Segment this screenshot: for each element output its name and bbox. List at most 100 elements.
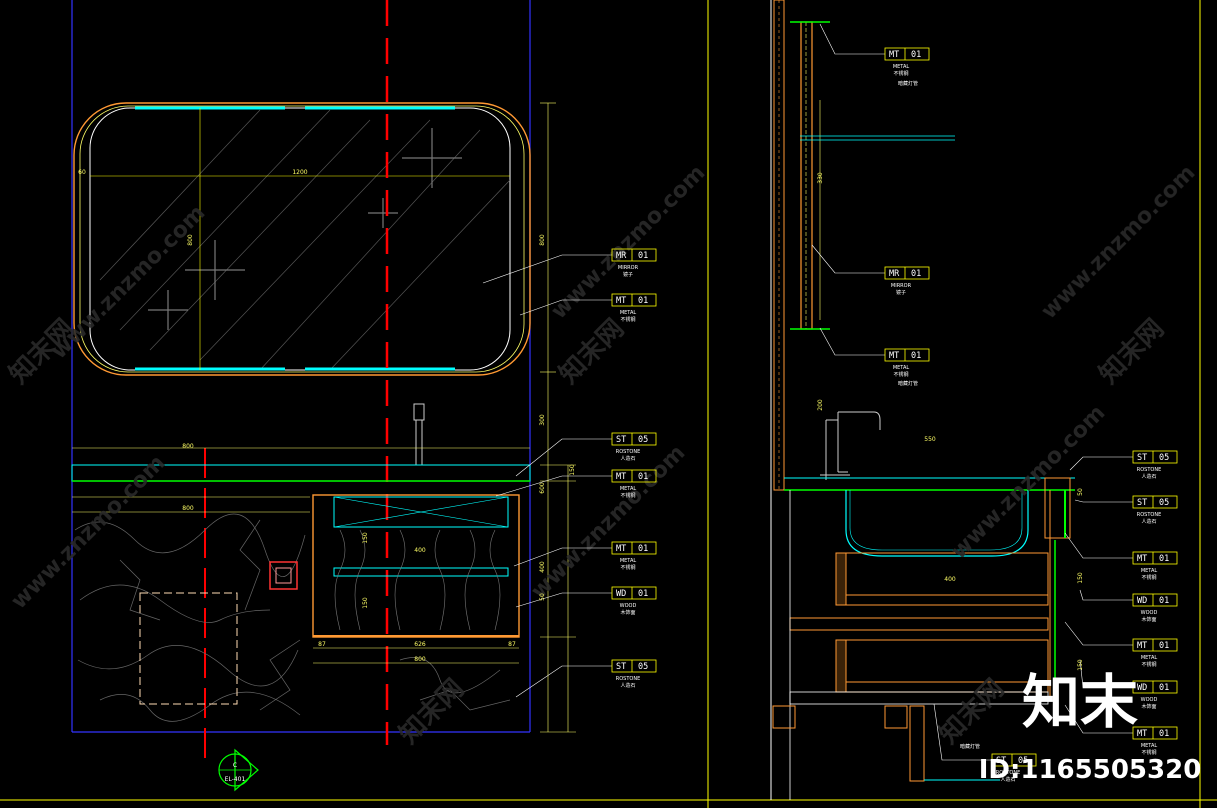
tag-box [1132,450,1178,464]
tag-note-cn: 木饰面 [1141,616,1156,623]
dimension-value: 87 [318,641,326,648]
dimension-value: 150 [362,597,369,609]
dimension-value: 400 [539,561,546,573]
leader-line [1079,659,1133,688]
tag-note-en: METAL [893,365,910,371]
tag-note-cn: 不锈钢 [1141,749,1156,756]
tag-code: WD [1137,683,1147,693]
tag-note-en: METAL [1141,743,1158,749]
leader-line [513,547,612,567]
svg-text:www.znzmo.com: www.znzmo.com [7,450,171,614]
tag-box [611,293,657,307]
svg-text:知末网: 知末网 [394,674,470,750]
tag-note-cn: 人造石 [620,455,635,462]
tag-note-en: METAL [620,486,637,492]
section-sheet: EL-401 [225,776,246,783]
tag-note-en: ROSTONE [1137,512,1161,518]
leader-line [819,327,885,356]
side-note: 暗藏灯管 [960,743,980,750]
tag-number: 01 [1159,554,1169,564]
tag-box [1132,680,1178,694]
leader-line [482,254,612,284]
dimension-value: 300 [539,414,546,426]
tag-note-en: MIRROR [891,283,912,289]
faucet [413,403,425,466]
tag-code: MT [889,351,899,361]
tag-note-cn: 人造石 [1141,473,1156,480]
tag-note-en: METAL [620,310,637,316]
dimension-value: 626 [414,641,426,648]
tag-note-cn: 镜子 [896,289,906,296]
dimension-value: 550 [924,436,936,443]
svg-text:www.znzmo.com: www.znzmo.com [1037,160,1201,324]
tag-note-en: METAL [1141,655,1158,661]
tag-number: 05 [1159,453,1169,463]
tag-box [1132,551,1178,565]
tag-code: WD [616,589,626,599]
tag-box [1132,495,1178,509]
vertical-dimension-chain [540,102,576,733]
dimension-value: 60 [78,169,86,176]
bottom-dimension-chain [313,647,519,664]
tag-code: MT [616,296,626,306]
countertop [71,447,531,513]
tag-code: MT [616,544,626,554]
leader-line [515,665,612,698]
dimension-value: 800 [539,234,546,246]
tag-code: ST [616,662,626,672]
tag-box [1132,638,1178,652]
leader-line [515,438,612,477]
tag-note-cn: 不锈钢 [893,70,908,77]
dimension-value: 87 [508,641,516,648]
tag-number: 01 [1159,641,1169,651]
tag-note-cn: 木饰面 [1141,703,1156,710]
section-letter: C [233,762,237,769]
tag-box [991,753,1037,767]
tag-note-en: ROSTONE [1137,467,1161,473]
tag-number: 01 [1159,596,1169,606]
leader-line [1079,589,1133,601]
side-note: 暗藏灯管 [898,80,918,87]
dimension-value: 330 [817,172,824,184]
svg-text:www.znzmo.com: www.znzmo.com [947,400,1111,564]
faucet-side [820,411,881,480]
tag-code: MT [1137,729,1147,739]
tag-number: 01 [911,351,921,361]
tag-note-cn: 人造石 [620,682,635,689]
tag-box [611,586,657,600]
svg-text:知末网: 知末网 [554,314,630,390]
drawers-section [789,490,1056,800]
tag-code: ST [616,435,626,445]
tag-note-en: WOOD [1141,610,1158,616]
dimension-value: 800 [182,443,194,450]
right-section [770,0,1075,800]
dimension-value: 150 [1077,659,1084,671]
tag-note-cn: 人造石 [1000,776,1015,783]
tag-note-cn: 不锈钢 [620,492,635,499]
marble-pattern [74,513,511,722]
tag-box [1132,593,1178,607]
tag-box [611,659,657,673]
leader-line [495,475,612,497]
dimension-value: 150 [362,532,369,544]
tag-note-cn: 不锈钢 [620,564,635,571]
leader-line [933,703,992,761]
leader-line [819,23,885,55]
socket-icon [269,561,298,590]
tag-box [611,432,657,446]
tag-note-en: WOOD [620,603,637,609]
dimension-value: 600 [539,482,546,494]
